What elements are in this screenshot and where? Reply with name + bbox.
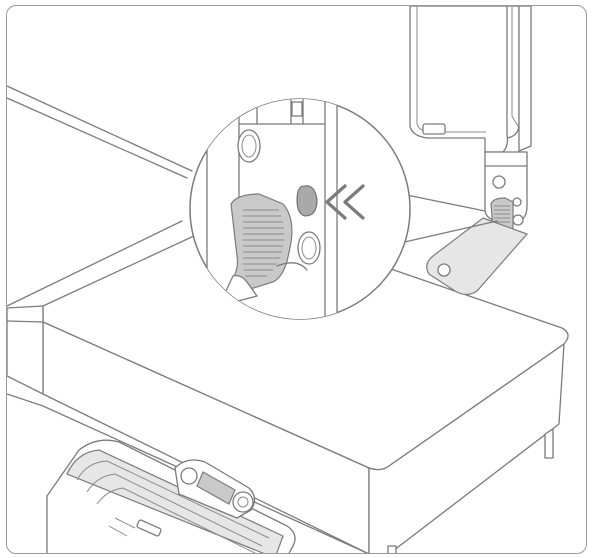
double-chevron-left-icon <box>325 184 365 220</box>
couch <box>7 215 569 553</box>
release-slot <box>296 185 318 217</box>
couch-leg <box>544 428 554 459</box>
illustration-frame <box>6 5 587 554</box>
room-lines <box>7 85 193 307</box>
magnifier <box>189 98 411 320</box>
floor-brush <box>46 439 296 553</box>
vacuum-body <box>409 6 532 296</box>
illustration <box>7 6 569 553</box>
